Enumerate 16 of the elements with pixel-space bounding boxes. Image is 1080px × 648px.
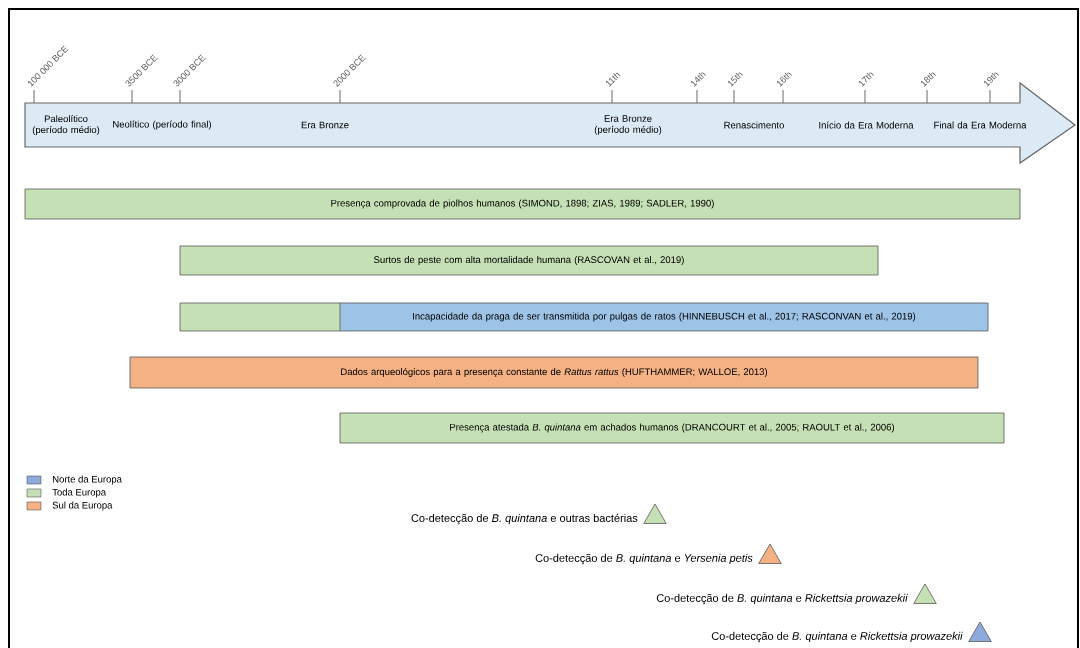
triangle-marker xyxy=(968,621,992,642)
period-bar: Presença atestada B. quintana em achados humanos (DRANCOURT et al., 2005; RAOULT et al., 2006) xyxy=(339,412,1005,444)
triangle-marker xyxy=(758,543,782,564)
legend-label: Sul da Europa xyxy=(52,501,113,511)
period-bar: Dados arqueológicos para a presença constante de Rattus rattus (HUFTHAMMER; WALLOE, 2013) xyxy=(129,356,979,389)
period-bar: Surtos de peste com alta mortalidade humana (RASCOVAN et al., 2019) xyxy=(179,245,879,276)
triangle-marker xyxy=(643,503,667,524)
legend-label: Norte da Europa xyxy=(53,475,122,485)
period-bar: Presença comprovada de piolhos humanos (SIMOND, 1898; ZIAS, 1989; SADLER, 1990) xyxy=(24,188,1021,220)
legend-label: Toda Europa xyxy=(52,488,107,498)
marker-caption: Co-detecção de B. quintana e Rickettsia prowazekii xyxy=(656,593,908,605)
marker-caption: Co-detecção de B. quintana e outras bactérias xyxy=(411,513,638,525)
marker-caption: Co-detecção de B. quintana e Rickettsia prowazekii xyxy=(711,631,963,643)
period-bar: Incapacidade da praga de ser transmitida por pulgas de ratos (HINNEBUSCH et al., 2017; RASCONVAN et al., 2019) xyxy=(179,302,989,332)
marker-caption: Co-detecção de B. quintana e Yersenia petis xyxy=(535,553,753,565)
triangle-marker xyxy=(913,583,937,604)
